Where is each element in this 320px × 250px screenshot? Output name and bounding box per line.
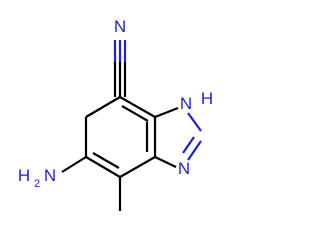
amine-h-label: H: [18, 166, 30, 185]
bond-c4-c3a: [119, 96, 156, 118]
bond-c7-c7a: [119, 156, 156, 178]
bond-n1-c2: [187, 112, 202, 132]
amine-subscript-label: 2: [34, 178, 40, 190]
bond-c3a-n1: [154, 106, 179, 119]
amine-n-label: N: [44, 166, 56, 185]
amine-bond: [61, 156, 87, 173]
imidazole-ring: [154, 106, 202, 168]
bond-c4-c5: [85, 96, 121, 118]
molecule-svg: N H N N H 2 N: [18, 17, 213, 211]
bond-c7a-n3: [154, 156, 177, 168]
nitrile-triple-bond: [113, 40, 127, 97]
imidazole-nh-n-label: N: [180, 94, 192, 113]
benzene-ring: [84, 96, 157, 178]
bond-c6-c7-inner: [92, 152, 120, 169]
bond-c2-n3: [187, 140, 202, 161]
bond-c4-c3a-inner: [121, 105, 149, 122]
imidazole-h-label: H: [201, 89, 213, 108]
bond-c2-n3-inner: [182, 136, 195, 154]
molecule-structure-diagram: N H N N H 2 N: [17, 17, 214, 211]
bond-c6-c7: [85, 156, 121, 178]
nitrile-n-label: N: [114, 17, 126, 36]
imidazole-n-label: N: [178, 159, 190, 178]
